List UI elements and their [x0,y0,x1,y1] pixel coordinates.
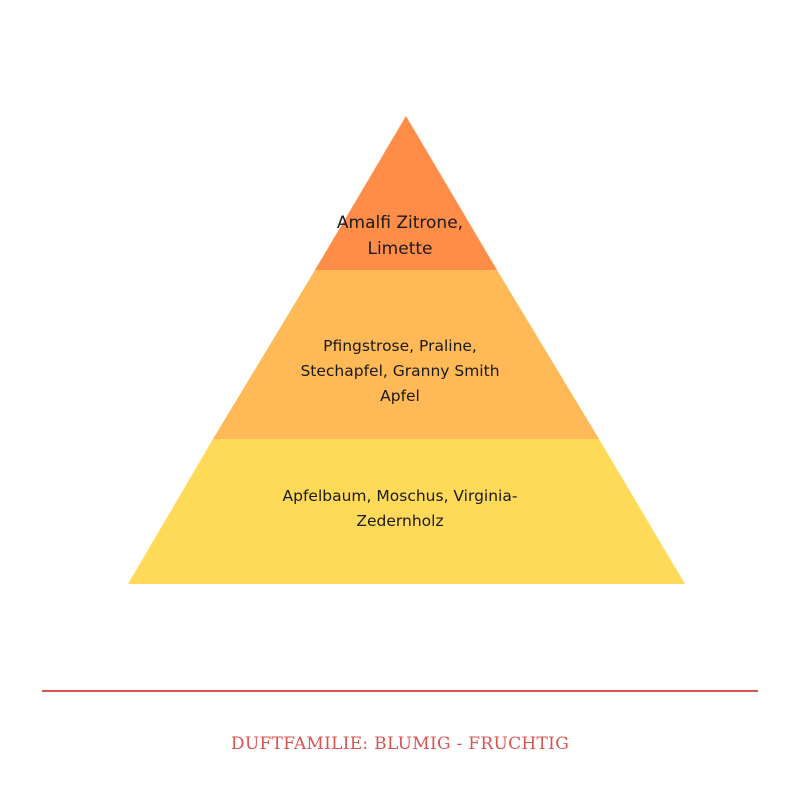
footer-divider [42,690,758,692]
base-notes-line: Apfelbaum, Moschus, Virginia- [282,487,518,505]
base-notes-line: Zedernholz [356,512,444,530]
pyramid-tier-top [315,116,497,270]
base-notes-label: Apfelbaum, Moschus, Virginia- Zedernholz [0,484,800,534]
fragrance-family-title: DUFTFAMILIE: BLUMIG - FRUCHTIG [230,734,570,754]
heart-notes-line: Stechapfel, Granny Smith [300,362,500,380]
pyramid-tier-middle [213,270,599,439]
heart-notes-line: Pfingstrose, Praline, [323,337,477,355]
heart-notes-label: Pfingstrose, Praline, Stechapfel, Granny… [0,334,800,409]
top-notes-label: Amalfi Zitrone, Limette [0,210,800,262]
top-notes-line: Limette [367,239,433,259]
top-notes-line: Amalfi Zitrone, [336,213,464,233]
pyramid-tier-base [128,439,685,584]
heart-notes-line: Apfel [380,387,420,405]
